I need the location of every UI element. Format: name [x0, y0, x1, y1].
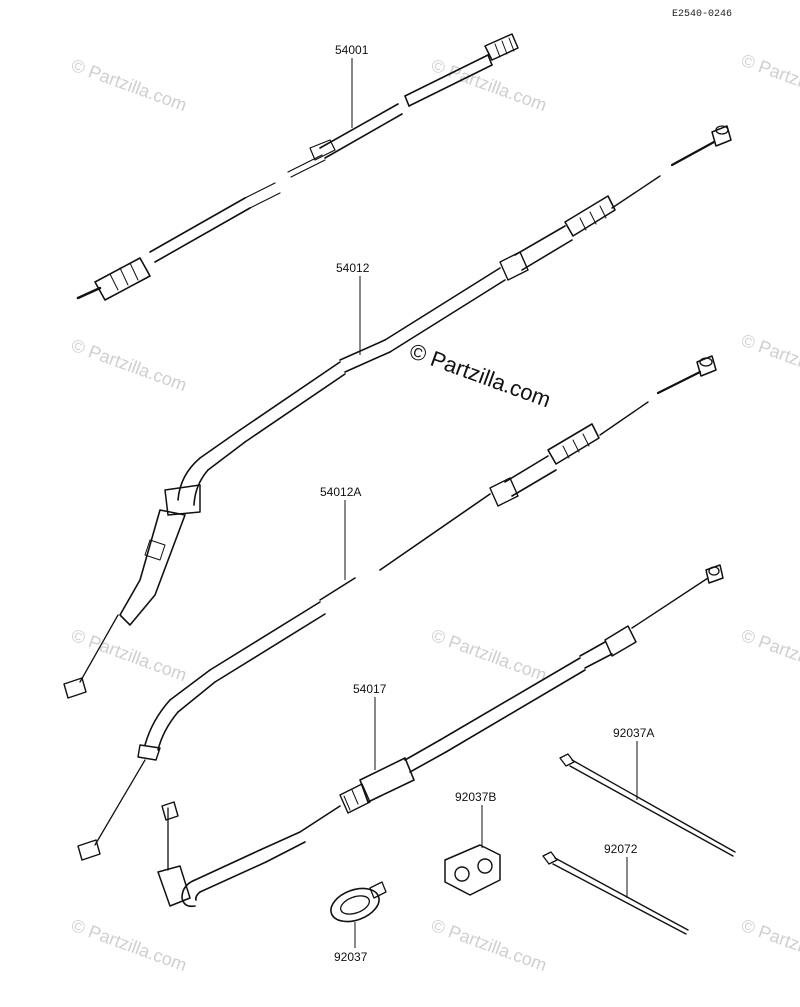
cable-54017[interactable]	[157, 564, 724, 908]
clamp-92037B[interactable]	[444, 844, 501, 896]
cable-tie-92037A[interactable]	[559, 753, 736, 857]
part-label-54001[interactable]: 54001	[335, 43, 369, 57]
cable-54012A[interactable]	[77, 355, 717, 861]
diagram-code: E2540-0246	[672, 9, 732, 20]
watermark-text: © Partzilla.com	[429, 625, 550, 685]
center-watermark: © Partzilla.com	[406, 338, 554, 412]
cable-tie-92072[interactable]	[542, 851, 689, 935]
watermark-text: © Partzilla.com	[739, 330, 800, 390]
watermark-text: © Partzilla.com	[429, 55, 550, 115]
part-label-54017[interactable]: 54017	[353, 682, 387, 696]
cable-54001[interactable]	[76, 33, 519, 301]
part-label-92037B[interactable]: 92037B	[455, 790, 496, 804]
watermark-text: © Partzilla.com	[739, 50, 800, 110]
grommet-92037[interactable]	[326, 881, 387, 928]
cable-54012[interactable]	[63, 125, 732, 699]
watermark-text: © Partzilla.com	[429, 915, 550, 975]
watermark-text: © Partzilla.com	[69, 55, 190, 115]
watermark-text: © Partzilla.com	[69, 335, 190, 395]
part-label-54012[interactable]: 54012	[336, 261, 370, 275]
watermark-layer: © Partzilla.com © Partzilla.com © Partzi…	[69, 50, 800, 975]
part-label-92037A[interactable]: 92037A	[613, 726, 654, 740]
part-label-92072[interactable]: 92072	[604, 842, 638, 856]
part-label-92037[interactable]: 92037	[334, 950, 368, 964]
watermark-text: © Partzilla.com	[739, 915, 800, 975]
watermark-text: © Partzilla.com	[69, 625, 190, 685]
part-label-54012A[interactable]: 54012A	[320, 485, 361, 499]
watermark-text: © Partzilla.com	[739, 625, 800, 685]
watermark-text: © Partzilla.com	[69, 915, 190, 975]
